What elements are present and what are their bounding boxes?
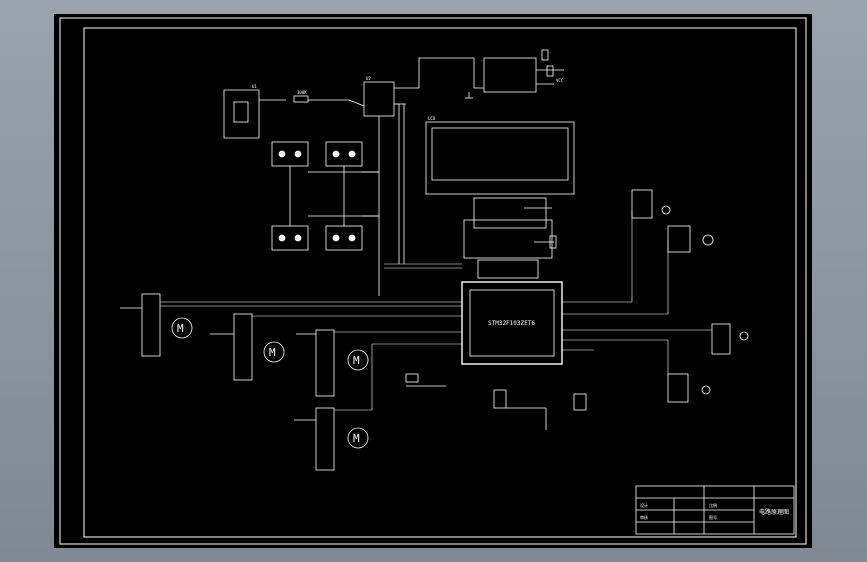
title-cell-4: 图号	[709, 514, 717, 520]
motor-3-symbol: M	[353, 354, 360, 367]
schematic-drawing: U1 100K U2 VCC LCD S	[59, 17, 807, 545]
label-u1: U1	[252, 84, 257, 89]
title-block-title: 电路原理图	[759, 508, 789, 516]
lcd-connectors	[463, 197, 557, 279]
label-mcu: STM32F103ZET6	[488, 320, 535, 327]
label-u2: U2	[366, 76, 371, 81]
mcu-chip	[461, 281, 563, 365]
label-lcd: LCD	[428, 116, 436, 121]
inner-frame	[83, 27, 797, 538]
sensor-modules	[631, 189, 749, 403]
title-cell-3: 比例	[709, 502, 717, 508]
signal-buses	[160, 210, 712, 411]
lcd-module	[425, 121, 575, 195]
title-cell-1: 设计	[640, 502, 648, 508]
label-vcc: VCC	[556, 78, 564, 83]
motor-2-symbol: M	[269, 346, 276, 359]
power-section	[223, 49, 564, 296]
motor-drivers	[120, 293, 369, 471]
title-cell-2: 审核	[640, 514, 648, 520]
mcu-die	[469, 289, 555, 357]
label-resistor: 100K	[297, 90, 307, 95]
clock-reset	[405, 373, 587, 430]
cad-viewport[interactable]: U1 100K U2 VCC LCD S	[54, 14, 812, 548]
motor-4-symbol: M	[353, 432, 360, 445]
outer-frame	[59, 17, 807, 545]
motor-1-symbol: M	[177, 322, 184, 335]
button-group	[271, 141, 379, 251]
title-block	[635, 485, 795, 535]
